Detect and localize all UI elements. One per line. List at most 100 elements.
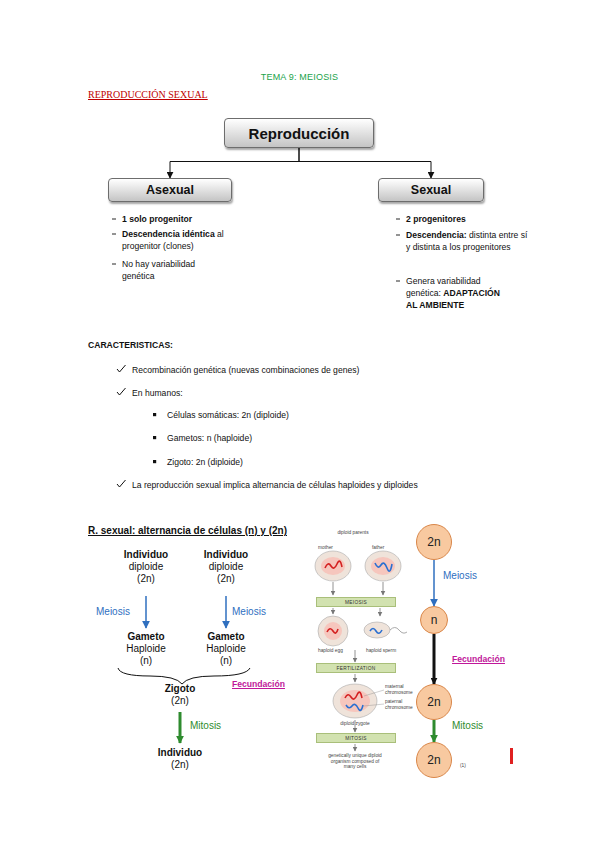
node-text: MEIOSIS — [345, 600, 367, 605]
text-group: En humanos: — [132, 387, 332, 399]
text-group: GametoHaploide(n) — [186, 631, 266, 667]
flow-text: Individuo — [106, 549, 186, 561]
text-group: CARACTERISTICAS: — [88, 339, 288, 351]
flow-text: (2n) — [106, 573, 186, 585]
flow-text: diploide — [106, 561, 186, 573]
text-group: haploid egg — [318, 648, 358, 654]
meiosis-illustration — [315, 551, 407, 751]
figure-label: maternal chromosome — [385, 684, 413, 695]
category-box: Sexual — [378, 178, 484, 202]
edge-label: Mitosis — [452, 720, 483, 731]
section-heading: CARACTERISTICAS: — [88, 340, 173, 350]
text-group: Mitosis — [190, 720, 250, 732]
ploidy-circle: 2n — [416, 524, 452, 560]
text-group: Gametos: n (haploide) — [167, 432, 417, 444]
flow-text: (2n) — [140, 695, 220, 707]
node-text: 2n — [427, 695, 440, 709]
section-heading: REPRODUCCIÓN SEXUAL — [88, 89, 208, 100]
bullet-text: No hay variabilidad genética — [122, 259, 195, 281]
flow-arrows — [118, 596, 250, 743]
process-band: MITOSIS — [316, 733, 396, 743]
bullet-text: Descendencia: — [406, 230, 467, 240]
node-text: 2n — [427, 535, 440, 549]
connector-arrow — [170, 148, 299, 178]
text-group: Meiosis — [232, 606, 292, 618]
text-group: Individuodiploide(2n) — [186, 549, 266, 585]
flow-text: Gameto — [106, 631, 186, 643]
node-text: FERTILIZATION — [337, 666, 376, 671]
text-group: diploid zygote — [330, 721, 380, 727]
flow-text: Zigoto — [140, 683, 220, 695]
text-group: Descendencia:distinta entre sí y distint… — [406, 229, 534, 253]
figure-label: diploid zygote — [330, 721, 380, 727]
text-group: 1 solo progenitor — [122, 213, 237, 225]
text-group: 2 progenitores — [406, 213, 536, 225]
sub-item: Gametos: n (haploide) — [167, 433, 252, 443]
bullet-text: 2 progenitores — [406, 214, 466, 224]
connector-arrow — [433, 720, 436, 742]
red-mark — [510, 748, 513, 764]
connector-arrow — [299, 148, 431, 178]
ploidy-circle: 2n — [416, 742, 452, 778]
category-box: Asexual — [108, 178, 232, 202]
process-band: FERTILIZATION — [316, 663, 396, 673]
text-group: paternal chromosome — [385, 699, 413, 710]
flow-text: Individuo — [186, 549, 266, 561]
flow-text: (n) — [186, 655, 266, 667]
edge-label: Meiosis — [443, 570, 477, 581]
node-text: n — [431, 613, 438, 627]
flow-text: Haploide — [106, 643, 186, 655]
text-group: mother — [318, 545, 348, 551]
text-group: REPRODUCCIÓN SEXUAL — [88, 89, 288, 101]
text-group: diploid parents — [323, 530, 383, 536]
text-group: (1) — [460, 763, 480, 769]
text-group: Descendencia idénticaal progenitor (clon… — [122, 228, 234, 252]
process-name: Fecundación — [232, 679, 285, 689]
figure-label: father — [372, 545, 402, 551]
figure-label: haploid egg — [318, 648, 358, 654]
bullet-dashes — [112, 219, 400, 281]
text-group: Meiosis — [96, 606, 156, 618]
text-group: Genera variabilidad genética:ADAPTACIÓN … — [406, 275, 511, 311]
sub-item: Zigoto: 2n (diploide) — [167, 457, 243, 467]
text-group: Zigoto(2n) — [140, 683, 220, 707]
text-group: GametoHaploide(n) — [106, 631, 186, 667]
bullet-text: Descendencia idéntica — [122, 229, 215, 239]
check-item: Recombinación genética (nuevas combinaci… — [132, 365, 359, 375]
text-group: haploid sperm — [366, 648, 406, 654]
process-name: Mitosis — [190, 720, 221, 731]
sub-item: Células somáticas: 2n (diploide) — [167, 410, 289, 420]
category-box: Reproducción — [224, 118, 374, 148]
connector-arrow — [433, 560, 435, 606]
text-group: maternal chromosome — [385, 684, 413, 695]
flow-text: (2n) — [140, 759, 220, 771]
figure-label: mother — [318, 545, 348, 551]
ploidy-circle: n — [420, 606, 448, 634]
check-marks — [117, 365, 126, 487]
text-group: father — [372, 545, 402, 551]
figure-label: diploid parents — [323, 530, 383, 536]
node-text: 2n — [427, 753, 440, 767]
node-text: Sexual — [411, 183, 451, 197]
process-name: Meiosis — [232, 606, 266, 617]
flow-text: Haploide — [186, 643, 266, 655]
connector-arrow — [433, 634, 436, 684]
text-group: Individuo(2n) — [140, 747, 220, 771]
page-title: TEMA 9: MEIOSIS — [0, 72, 599, 82]
figure-title: R. sexual: alternancia de células (n) y … — [88, 525, 287, 536]
flow-text: (2n) — [186, 573, 266, 585]
flow-text: Gameto — [186, 631, 266, 643]
text-group: La reproducción sexual implica alternanc… — [132, 479, 532, 491]
text-group: genetically unique diploid organism comp… — [325, 753, 385, 770]
figure-label: paternal chromosome — [385, 699, 413, 710]
process-band: MEIOSIS — [316, 597, 396, 607]
figure-label: haploid sperm — [366, 648, 406, 654]
flow-text: (n) — [106, 655, 186, 667]
text-group: Recombinación genética (nuevas combinaci… — [132, 364, 492, 376]
check-item: La reproducción sexual implica alternanc… — [132, 480, 418, 490]
text-group: R. sexual: alternancia de células (n) y … — [88, 525, 348, 537]
square-bullets — [153, 413, 156, 463]
node-text: Reproducción — [249, 125, 350, 142]
source-note: (1) — [460, 763, 480, 769]
node-text: MITOSIS — [345, 736, 367, 741]
